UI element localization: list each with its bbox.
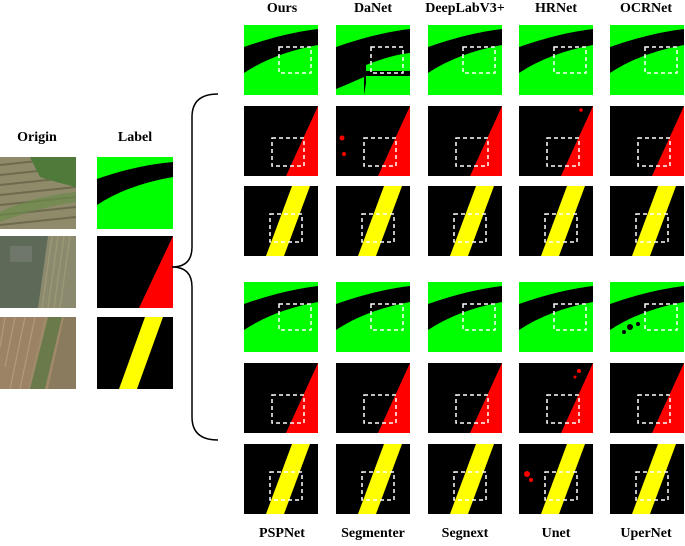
dashed-highlight-box [363, 394, 397, 424]
dashed-highlight-box [269, 213, 303, 243]
method-header-bottom: Unet [541, 526, 571, 541]
method-header-top: OCRNet [619, 1, 673, 16]
prediction-tile [519, 363, 593, 433]
label-header: Label [117, 130, 153, 145]
dashed-highlight-box [363, 137, 397, 167]
dashed-highlight-box [462, 303, 496, 331]
origin-header: Origin [17, 130, 57, 145]
dashed-highlight-box [453, 213, 487, 243]
label-tile-green [97, 157, 173, 229]
dashed-highlight-box [635, 471, 669, 501]
dashed-highlight-box [453, 471, 487, 501]
method-header-bottom: Segnext [441, 526, 489, 541]
dashed-highlight-box [546, 137, 580, 167]
prediction-tile [610, 363, 684, 433]
prediction-tile [336, 25, 410, 95]
method-header-bottom: UperNet [620, 526, 672, 541]
prediction-tile [428, 186, 502, 256]
dashed-highlight-box [544, 213, 578, 243]
prediction-tile [610, 106, 684, 176]
dashed-highlight-box [644, 303, 678, 331]
dashed-highlight-box [644, 46, 678, 74]
origin-image-2 [0, 236, 76, 308]
method-header-top: Ours [266, 1, 298, 16]
method-header-top: DeepLabV3+ [425, 1, 505, 16]
prediction-tile [244, 25, 318, 95]
method-header-top: HRNet [535, 1, 577, 16]
prediction-tile [428, 444, 502, 514]
origin-image-3 [0, 317, 76, 389]
method-header-bottom: Segmenter [341, 526, 405, 541]
prediction-tile [610, 186, 684, 256]
dashed-highlight-box [370, 46, 404, 74]
prediction-tile [336, 363, 410, 433]
label-tile-red [97, 236, 173, 308]
method-header-top: DaNet [353, 1, 393, 16]
prediction-tile [336, 106, 410, 176]
dashed-highlight-box [546, 394, 580, 424]
dashed-highlight-box [635, 213, 669, 243]
label-tile-yellow [97, 317, 173, 389]
dashed-highlight-box [271, 394, 305, 424]
dashed-highlight-box [361, 213, 395, 243]
prediction-tile [428, 363, 502, 433]
prediction-tile [336, 282, 410, 352]
origin-image-1 [0, 157, 76, 229]
dashed-highlight-box [455, 394, 489, 424]
prediction-tile [519, 186, 593, 256]
prediction-tile [244, 444, 318, 514]
brace-bracket [171, 93, 219, 441]
prediction-tile [519, 444, 593, 514]
dashed-highlight-box [278, 46, 312, 74]
prediction-tile [610, 444, 684, 514]
prediction-tile [610, 25, 684, 95]
dashed-highlight-box [553, 46, 587, 74]
prediction-tile [336, 186, 410, 256]
dashed-highlight-box [455, 137, 489, 167]
dashed-highlight-box [269, 471, 303, 501]
prediction-tile [519, 282, 593, 352]
prediction-tile [519, 106, 593, 176]
prediction-tile [244, 106, 318, 176]
prediction-tile [244, 282, 318, 352]
dashed-highlight-box [544, 471, 578, 501]
method-header-bottom: PSPNet [259, 526, 305, 541]
dashed-highlight-box [637, 137, 671, 167]
dashed-highlight-box [637, 394, 671, 424]
prediction-tile [428, 106, 502, 176]
prediction-tile [244, 186, 318, 256]
prediction-tile [428, 282, 502, 352]
prediction-tile [428, 25, 502, 95]
dashed-highlight-box [361, 471, 395, 501]
dashed-highlight-box [370, 303, 404, 331]
dashed-highlight-box [271, 137, 305, 167]
dashed-highlight-box [278, 303, 312, 331]
dashed-highlight-box [553, 303, 587, 331]
prediction-tile [244, 363, 318, 433]
dashed-highlight-box [462, 46, 496, 74]
prediction-tile [519, 25, 593, 95]
prediction-tile [610, 282, 684, 352]
prediction-tile [336, 444, 410, 514]
